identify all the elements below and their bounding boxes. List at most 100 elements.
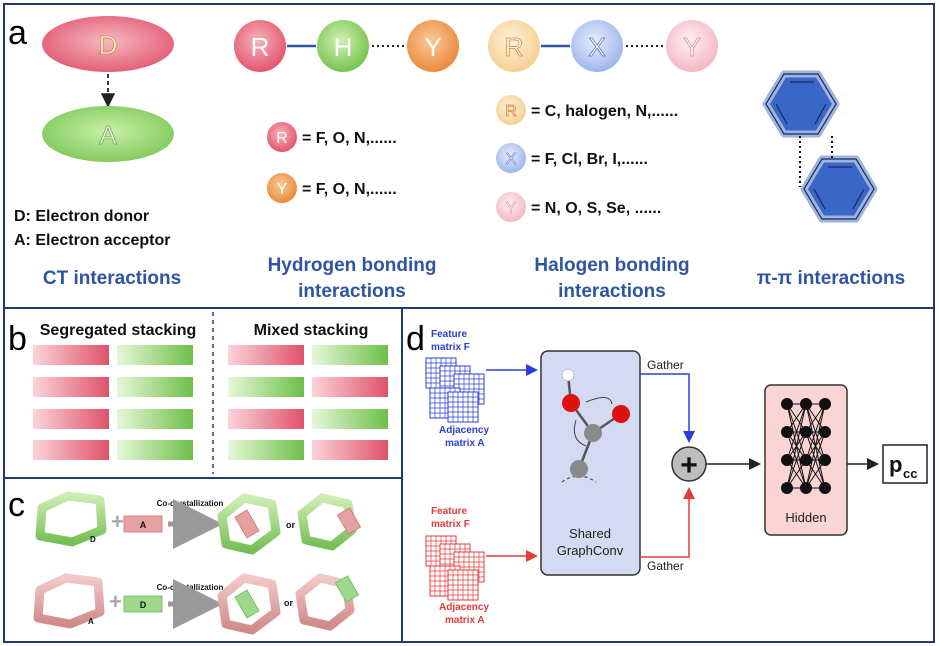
xb-def-r-text: = C, halogen, N,...... <box>531 103 678 120</box>
frame-1-label: D <box>90 535 96 544</box>
nn-node-3-1 <box>819 398 831 410</box>
segregated-bar-2-1 <box>33 377 109 397</box>
neural-net-nodes <box>781 398 831 494</box>
xb-def-r-letter: R <box>505 103 517 120</box>
benzene-ring-top-outline <box>765 73 837 135</box>
nn-node-2-4 <box>800 482 812 494</box>
adjacency-label-blue-2: matrix A <box>445 438 485 449</box>
nn-edge <box>805 403 826 461</box>
message-arc-2 <box>573 419 587 447</box>
stacking-bars <box>33 345 388 460</box>
legend-acceptor: A: Electron acceptor <box>14 232 170 249</box>
oxygen-atom-1 <box>562 394 580 412</box>
nn-edge <box>786 403 807 489</box>
benzene-bottom-double-bonds <box>813 166 865 210</box>
hb-r-circle <box>234 20 286 72</box>
panel-d-border <box>401 307 935 643</box>
product-2a-guest <box>234 589 260 619</box>
hb-def-y-circle <box>267 173 297 203</box>
donor-frame-1 <box>35 491 107 547</box>
product-1b-guest <box>336 507 362 535</box>
mixed-bar-3-1 <box>228 409 304 429</box>
hydrogen-bond-chain: R H Y <box>234 20 459 72</box>
hb-h-circle <box>317 20 369 72</box>
donor-molecule-2 <box>123 595 163 613</box>
pi-stacking-benzenes <box>762 70 878 223</box>
mixed-bar-4-2 <box>312 440 388 460</box>
feature-matrix-blue <box>425 357 485 423</box>
xb-title-line1: Halogen bonding <box>534 255 689 276</box>
output-sub: cc <box>903 466 917 481</box>
donor-molecule-2-label: D <box>140 600 147 610</box>
message-arc-1 <box>585 397 613 405</box>
nn-node-1-2 <box>781 426 793 438</box>
segregated-bar-2-2 <box>117 377 193 397</box>
nn-node-1-4 <box>781 482 793 494</box>
sum-symbol: + <box>680 449 698 482</box>
hb-title-line2: interactions <box>298 281 406 302</box>
nn-edge <box>805 403 826 489</box>
shared-graphconv-box <box>540 350 641 576</box>
mixed-bar-2-2 <box>312 377 388 397</box>
product-2b <box>295 573 355 631</box>
nn-node-2-3 <box>800 454 812 466</box>
feature-matrix-red <box>425 535 485 601</box>
cocrystal-row-1: D + A Co-crystallization or <box>35 491 362 555</box>
xb-y-letter: Y <box>683 32 700 62</box>
hb-y-letter: Y <box>424 32 441 62</box>
nn-node-1-3 <box>781 454 793 466</box>
hb-y-circle <box>407 20 459 72</box>
xb-x-circle <box>571 20 623 72</box>
panel-label-c: c <box>8 486 25 524</box>
segregated-bar-3-2 <box>117 409 193 429</box>
product-1a-guest <box>234 509 260 539</box>
hb-r-letter: R <box>251 32 270 62</box>
xb-def-y-text: = N, O, S, Se, ...... <box>531 200 661 217</box>
nn-node-1-1 <box>781 398 793 410</box>
gather-label-bottom: Gather <box>647 559 684 573</box>
ct-title: CT interactions <box>43 268 181 289</box>
co-label-1: Co-crystallization <box>157 499 224 508</box>
nn-edge <box>786 431 807 489</box>
feature-label-blue-1: Feature <box>431 329 468 340</box>
acceptor-letter: A <box>99 120 117 150</box>
hb-title-line1: Hydrogen bonding <box>268 255 437 276</box>
segregated-bar-3-1 <box>33 409 109 429</box>
hydrogen-atom <box>561 368 575 382</box>
nn-edge <box>786 403 807 461</box>
panel-label-b: b <box>8 320 27 358</box>
xb-y-circle <box>666 20 718 72</box>
acceptor-frame-2 <box>33 573 105 629</box>
xb-def-y-letter: Y <box>506 200 517 217</box>
xb-r-letter: R <box>505 32 524 62</box>
acceptor-molecule-1-label: A <box>140 520 147 530</box>
nn-node-2-2 <box>800 426 812 438</box>
xb-def-x-text: = F, Cl, Br, I,...... <box>531 151 648 168</box>
mixed-bar-4-1 <box>228 440 304 460</box>
hb-h-letter: H <box>334 32 353 62</box>
panel-label-a: a <box>8 14 27 52</box>
ct-donor-acceptor: D A <box>42 16 174 162</box>
plus-sign-1: + <box>111 509 124 534</box>
gather-arrow-top <box>640 373 695 443</box>
hb-def-r-circle <box>267 122 297 152</box>
segregated-bar-4-2 <box>117 440 193 460</box>
benzene-ring-bottom-outline <box>803 158 875 220</box>
or-label-2: or <box>284 598 293 608</box>
mixed-bar-1-2 <box>312 345 388 365</box>
adjacency-label-red-2: matrix A <box>445 615 485 626</box>
halogen-bond-chain: R X Y <box>488 20 718 72</box>
hb-definitions: R = F, O, N,...... Y = F, O, N,...... <box>267 122 397 203</box>
cocrystal-row-2: A + D Co-crystallization or <box>33 573 360 635</box>
graphconv-label-2: GraphConv <box>557 543 624 558</box>
xb-def-x-circle <box>496 143 526 173</box>
co-label-2: Co-crystallization <box>157 583 224 592</box>
output-p: p <box>889 452 902 477</box>
product-2b-guest <box>334 575 360 603</box>
product-1a <box>217 493 281 555</box>
or-label-1: or <box>286 520 295 530</box>
nn-node-3-2 <box>819 426 831 438</box>
benzene-top-double-bonds <box>775 81 827 125</box>
graph-net-diagram: Feature matrix F Adjacency matrix A Feat… <box>425 329 928 626</box>
